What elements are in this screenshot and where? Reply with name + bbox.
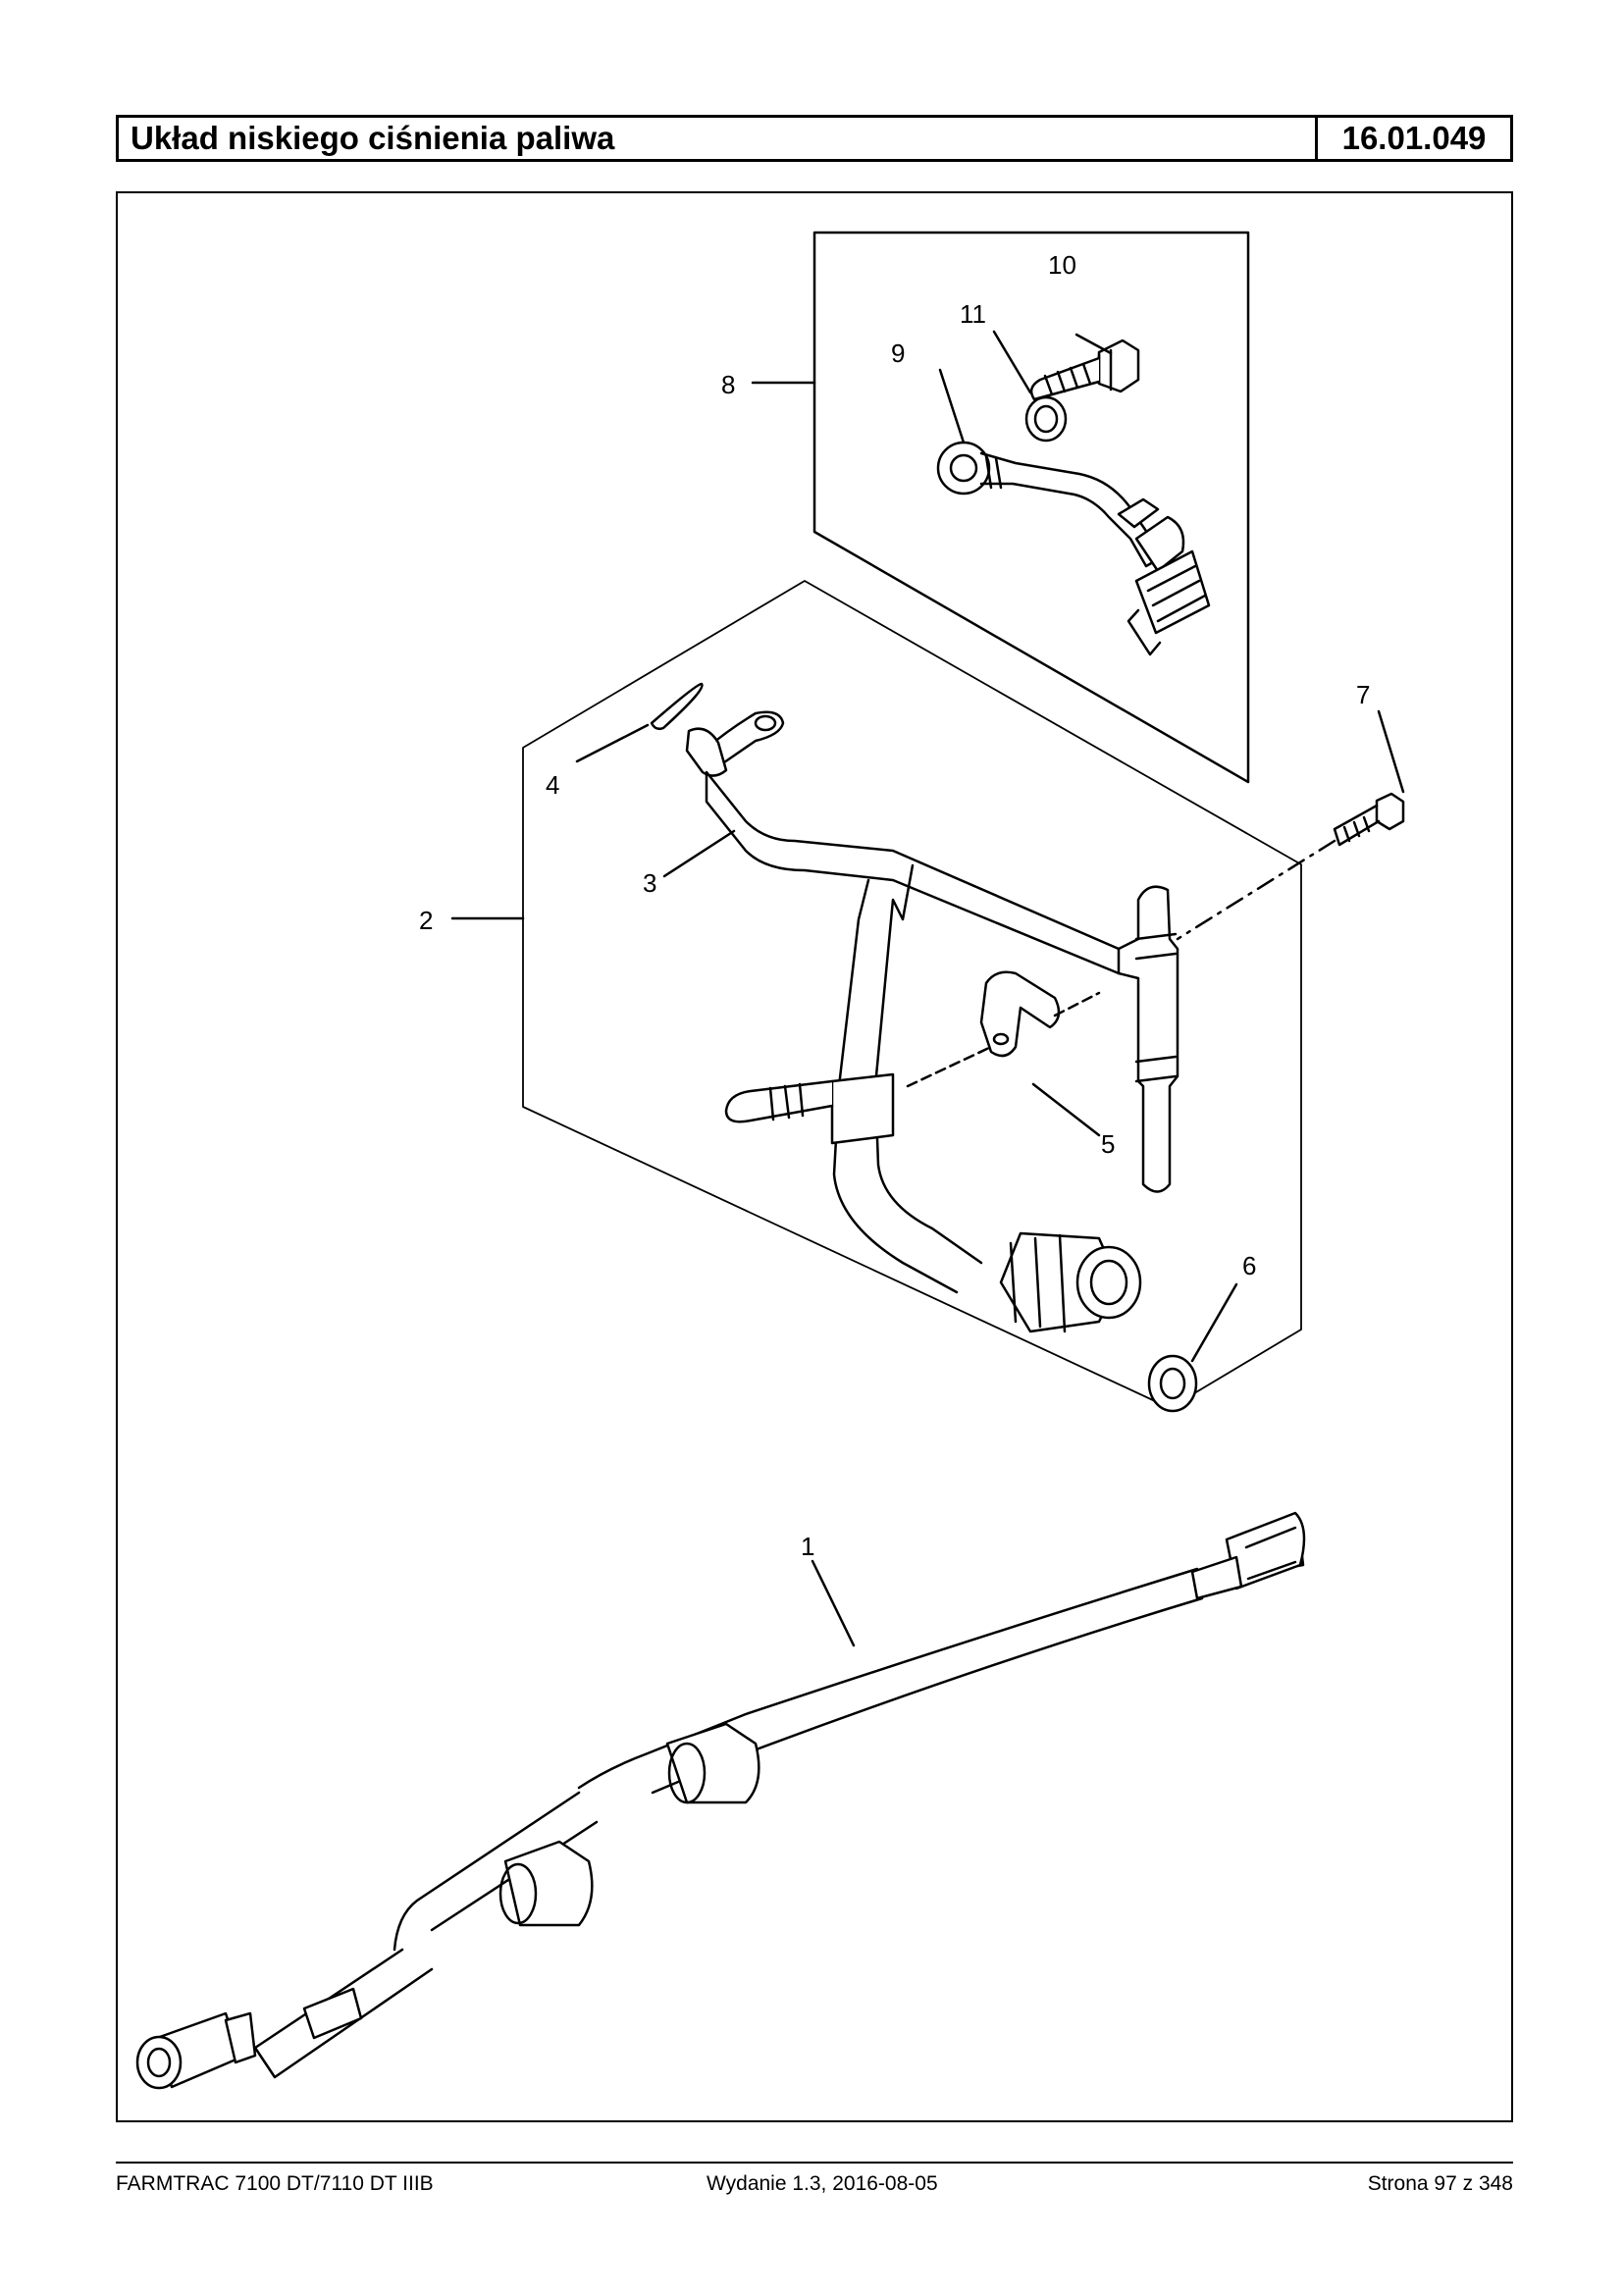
- footer-page-number: Strona 97 z 348: [1367, 2172, 1513, 2195]
- callout-11: 11: [960, 299, 986, 329]
- leader-4: [575, 723, 650, 763]
- callout-5: 5: [1101, 1129, 1115, 1159]
- banjo-bolt-10: [1029, 333, 1140, 401]
- callout-6: 6: [1242, 1251, 1256, 1280]
- clamp-5: [906, 970, 1101, 1137]
- callout-3: 3: [643, 868, 656, 898]
- callout-10: 10: [1048, 250, 1076, 280]
- leader-10: [1074, 333, 1113, 355]
- pipe-with-connector-9: [936, 368, 1211, 656]
- leader-1: [811, 1559, 856, 1647]
- page-header: Układ niskiego ciśnienia paliwa 16.01.04…: [116, 115, 1513, 162]
- leader-5: [1031, 1082, 1101, 1137]
- footer-edition: Wydanie 1.3, 2016-08-05: [707, 2172, 938, 2195]
- callout-7: 7: [1356, 680, 1370, 709]
- diagram-frame: 10 11 9 8 7 4 3 2 5 6 1: [116, 191, 1513, 2122]
- footer-divider: [116, 2162, 1513, 2164]
- assembly-8-box: [751, 231, 1250, 784]
- page-title: Układ niskiego ciśnienia paliwa: [119, 118, 1318, 159]
- leader-6: [1190, 1282, 1238, 1363]
- leader-7: [1377, 709, 1405, 794]
- footer-model: FARMTRAC 7100 DT/7110 DT IIIB: [116, 2172, 434, 2195]
- callout-2: 2: [419, 906, 433, 935]
- pipe-tee-3: [662, 710, 1179, 1333]
- o-ring-4: [575, 682, 704, 763]
- callout-4: 4: [546, 770, 559, 800]
- callout-9: 9: [891, 339, 905, 368]
- washer-11: [992, 330, 1068, 443]
- leader-3: [662, 829, 736, 878]
- washer-6: [1147, 1282, 1238, 1413]
- callout-1: 1: [801, 1532, 814, 1561]
- assembly-2-outline: [450, 580, 1302, 1409]
- bolt-7: [1176, 709, 1405, 941]
- fuel-system-exploded-diagram: 10 11 9 8 7 4 3 2 5 6 1: [135, 231, 1405, 2090]
- section-code: 16.01.049: [1341, 120, 1487, 156]
- leader-11: [992, 330, 1032, 394]
- leader-9: [938, 368, 966, 444]
- callout-8: 8: [721, 370, 735, 399]
- fuel-hose-1: [135, 1511, 1306, 2090]
- page-footer: FARMTRAC 7100 DT/7110 DT IIIB Wydanie 1.…: [116, 2172, 1513, 2202]
